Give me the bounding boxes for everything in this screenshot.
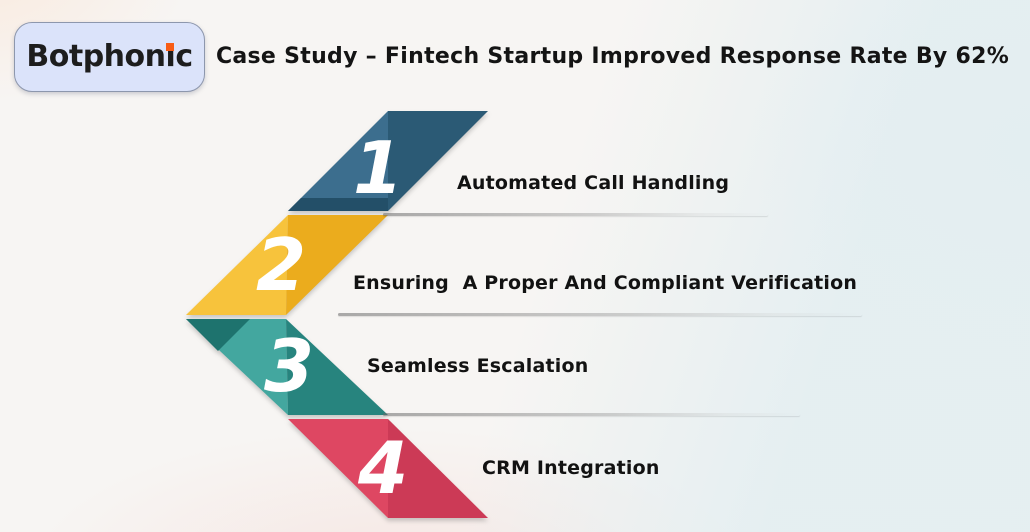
step4-label: CRM Integration [482, 457, 660, 479]
step1-ribbon-underfold [288, 198, 388, 211]
divider-after-step2 [338, 313, 862, 316]
step2-ribbon-light [186, 215, 288, 315]
brand-text-post: c [175, 39, 193, 74]
step3-ribbon-tip-fold [186, 319, 250, 351]
step3-ribbon-dark [286, 319, 388, 415]
divider-after-step3 [383, 413, 800, 416]
step4-ribbon-light [288, 419, 388, 518]
step1-ribbon-light [288, 111, 388, 211]
brand-logo: Botphonic [14, 22, 205, 92]
brand-text-pre: Botphon [26, 39, 166, 74]
step1-ribbon-dark [388, 111, 488, 211]
step2-ribbon-dark [286, 215, 388, 315]
step1-label: Automated Call Handling [457, 172, 730, 194]
step3-label: Seamless Escalation [367, 355, 589, 377]
step2-label: Ensuring A Proper And Compliant Verifica… [353, 272, 858, 294]
divider-after-step1 [383, 213, 768, 216]
brand-wordmark: Botphonic [26, 39, 193, 74]
step4-ribbon-dark [388, 419, 488, 518]
page-title: Case Study – Fintech Startup Improved Re… [215, 44, 1010, 69]
brand-letter-i: i [165, 39, 176, 74]
